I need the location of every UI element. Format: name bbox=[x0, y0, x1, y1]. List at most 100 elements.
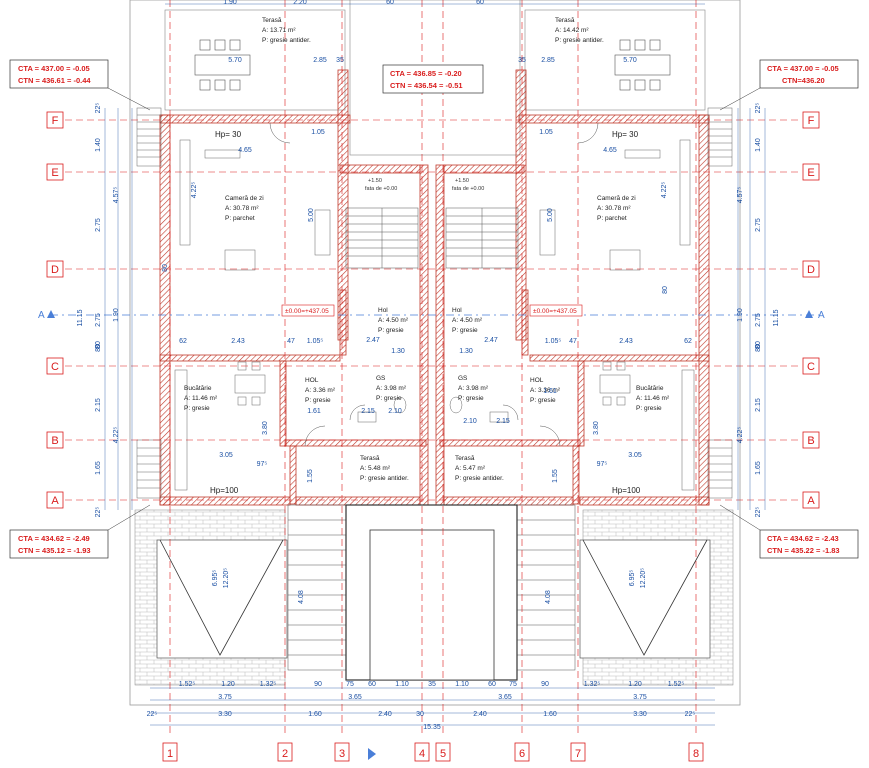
wall-terrace-bottom-left-edge bbox=[295, 496, 421, 506]
dim-interior-29: 2.15 bbox=[496, 418, 510, 425]
svg-text:GS: GS bbox=[458, 375, 468, 382]
axis-label-4: 4 bbox=[419, 748, 425, 760]
dim-right-8: 80 bbox=[755, 344, 762, 352]
dim-interior-10: 1.55 bbox=[307, 469, 314, 483]
dim-interior-36: 80 bbox=[162, 264, 169, 272]
dim-top-3: 2.20 bbox=[293, 0, 307, 6]
note-stair-left-ref: fata de +0.00 bbox=[365, 186, 397, 192]
svg-text:A: 3.36 m²: A: 3.36 m² bbox=[530, 387, 561, 394]
dim-bottom3-8: 22⁵ bbox=[685, 711, 696, 718]
axis-bubble-left-E bbox=[46, 163, 64, 181]
dim-interior-4: 5.00 bbox=[308, 208, 315, 222]
dim-top-13: 2.85 bbox=[541, 57, 555, 64]
section-mark-right: A bbox=[818, 310, 825, 321]
dim-left-6: 80 bbox=[95, 341, 102, 349]
dim-bottom1-10: 75 bbox=[509, 681, 517, 688]
level-box-bottom-left: CTA = 434.62 = -2.49 CTN = 435.12 = -1.9… bbox=[9, 504, 151, 559]
svg-text:A: 5.47 m²: A: 5.47 m² bbox=[455, 465, 486, 472]
svg-text:CTN = 435.22 = -1.83: CTN = 435.22 = -1.83 bbox=[767, 546, 840, 555]
dim-interior-14: 6.95⁵ bbox=[212, 570, 219, 587]
svg-text:A: 4.50 m²: A: 4.50 m² bbox=[452, 317, 483, 324]
room-gs-right: GS A: 3.98 m² P: gresie bbox=[458, 375, 489, 402]
dim-left-0: 22⁵ bbox=[95, 103, 102, 114]
dim-interior-28: 2.15 bbox=[361, 408, 375, 415]
dim-interior-15: 12.20⁵ bbox=[223, 568, 230, 589]
dim-top-0: 1.90 bbox=[223, 0, 237, 6]
section-arrow-left-icon bbox=[47, 310, 55, 318]
dim-top-12: 2.85 bbox=[313, 57, 327, 64]
interior-stair-right bbox=[445, 207, 519, 269]
dim-bottom2-1: 3.65 bbox=[348, 694, 362, 701]
svg-text:CTN = 436.61 = -0.44: CTN = 436.61 = -0.44 bbox=[18, 76, 91, 85]
svg-text:CTA = 437.00 = -0.05: CTA = 437.00 = -0.05 bbox=[767, 64, 839, 73]
svg-text:CTA = 436.85 = -0.20: CTA = 436.85 = -0.20 bbox=[390, 69, 462, 78]
svg-text:P: parchet: P: parchet bbox=[225, 215, 255, 222]
dim-bottom1-6: 1.10 bbox=[395, 681, 409, 688]
svg-text:P: parchet: P: parchet bbox=[597, 215, 627, 222]
dim-bottom3-7: 3.30 bbox=[633, 711, 647, 718]
note-hp-bottom-right: Hp=100 bbox=[612, 486, 641, 495]
svg-text:Terasă: Terasă bbox=[262, 17, 282, 24]
axis-bubble-2 bbox=[277, 742, 293, 762]
side-stairs-left bbox=[136, 107, 162, 499]
room-gs-left: GS A: 3.98 m² P: gresie bbox=[376, 375, 407, 402]
svg-text:HOL: HOL bbox=[530, 377, 544, 384]
dim-interior-20: 1.30 bbox=[391, 348, 405, 355]
dim-bottom1-12: 1.32⁵ bbox=[584, 681, 601, 688]
dim-interior-7: 4.22⁵ bbox=[661, 182, 668, 199]
axis-bubble-left-D bbox=[46, 260, 64, 278]
dim-right-12: 22⁵ bbox=[755, 507, 762, 518]
dim-interior-26: 2.10 bbox=[388, 408, 402, 415]
door-swings bbox=[269, 122, 599, 447]
dim-interior-32: 62 bbox=[179, 338, 187, 345]
garage-ramp-right bbox=[579, 509, 734, 686]
level-box-bottom-right: CTA = 434.62 = -2.43 CTN = 435.22 = -1.8… bbox=[719, 504, 859, 559]
room-camera-right: Cameră de zi A: 30.78 m² P: parchet bbox=[597, 195, 636, 222]
axis-bubble-right-F bbox=[802, 111, 820, 129]
level-box-top-center: CTA = 436.85 = -0.20 CTN = 436.54 = -0.5… bbox=[382, 64, 484, 94]
svg-text:GS: GS bbox=[376, 375, 386, 382]
svg-text:CTN = 436.54 = -0.51: CTN = 436.54 = -0.51 bbox=[390, 81, 463, 90]
dim-top-10: 1.05 bbox=[311, 129, 325, 136]
dim-interior-9: 3.80 bbox=[593, 421, 600, 435]
dim-interior-8: 3.80 bbox=[262, 421, 269, 435]
room-hol-left: Hol A: 4.50 m² P: gresie bbox=[378, 307, 409, 334]
dimension-lines bbox=[104, 3, 766, 726]
dim-bottom3-6: 1.60 bbox=[543, 711, 557, 718]
svg-text:P: gresie: P: gresie bbox=[305, 397, 331, 404]
dim-top-5: 5.70 bbox=[623, 57, 637, 64]
dim-bottom1-7: 35 bbox=[428, 681, 436, 688]
svg-text:A: 14.42 m²: A: 14.42 m² bbox=[555, 27, 589, 34]
axis-label-left-A: A bbox=[51, 495, 59, 507]
axis-label-left-B: B bbox=[51, 435, 58, 447]
svg-text:A: 3.98 m²: A: 3.98 m² bbox=[376, 385, 407, 392]
dim-left-10: 4.22⁵ bbox=[113, 427, 120, 444]
floor-level-left: ±0.00=+437.05 bbox=[281, 304, 335, 317]
axis-label-left-F: F bbox=[52, 115, 59, 127]
dim-left-2: 4.57⁵ bbox=[113, 187, 120, 204]
dim-left-3: 2.75 bbox=[95, 218, 102, 232]
site-boundary bbox=[129, 0, 741, 706]
dim-interior-13: 4.08 bbox=[545, 590, 552, 604]
dim-interior-12: 4.08 bbox=[298, 590, 305, 604]
dim-bottom2-3: 3.75 bbox=[633, 694, 647, 701]
dim-bottom1-0: 1.52⁵ bbox=[179, 681, 196, 688]
section-arrow-right-icon bbox=[805, 310, 813, 318]
note-stair-left-level: +1.50 bbox=[368, 178, 382, 184]
kitchen-furniture-right bbox=[599, 361, 695, 491]
svg-text:A: 30.78 m²: A: 30.78 m² bbox=[225, 205, 259, 212]
axis-bubble-1 bbox=[162, 742, 178, 762]
wc-fixtures-left bbox=[357, 396, 407, 423]
axis-label-right-F: F bbox=[808, 115, 815, 127]
svg-text:P: gresie antider.: P: gresie antider. bbox=[262, 37, 311, 44]
axis-label-right-C: C bbox=[807, 361, 815, 373]
svg-text:A: 13.71 m²: A: 13.71 m² bbox=[262, 27, 296, 34]
dim-left-7: 1.90 bbox=[113, 308, 120, 322]
svg-text:±0.00=+437.05: ±0.00=+437.05 bbox=[285, 308, 329, 315]
dim-left-12: 22⁵ bbox=[95, 507, 102, 518]
dim-interior-27: 2.10 bbox=[463, 418, 477, 425]
dim-top-1: 60 bbox=[386, 0, 394, 6]
dim-interior-22: 2.47 bbox=[366, 337, 380, 344]
